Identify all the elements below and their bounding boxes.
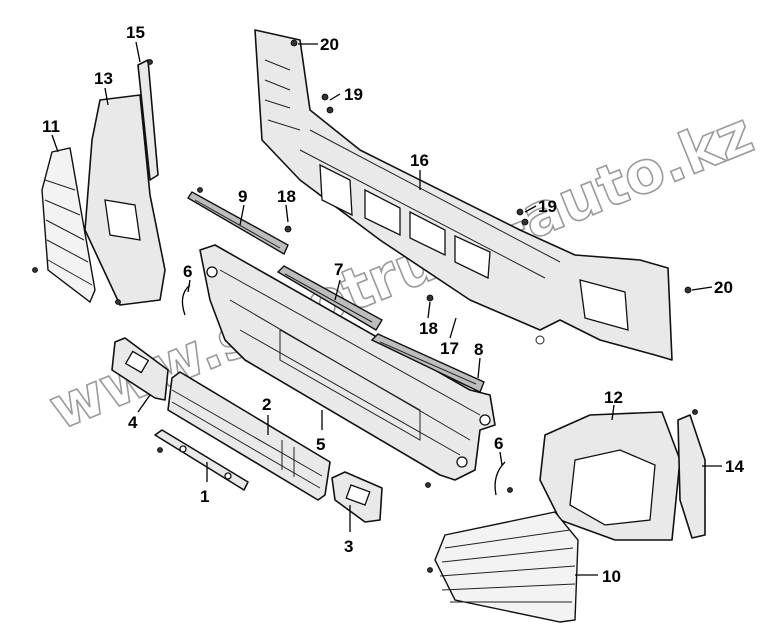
svg-text:1: 1 [200, 487, 209, 506]
part-4-bracket [111, 337, 169, 401]
part-10-right-louver [434, 511, 579, 623]
callout-6a: 6 [183, 262, 192, 293]
svg-text:19: 19 [538, 197, 557, 216]
part-12-right-panel [539, 411, 681, 541]
part-2-lower-grille [167, 371, 331, 501]
svg-text:3: 3 [344, 537, 353, 556]
callout-20a: 20 [298, 35, 339, 54]
svg-text:6: 6 [494, 434, 503, 453]
part-7-strip [276, 265, 383, 331]
callout-17: 17 [440, 317, 459, 358]
callout-2: 2 [262, 395, 271, 435]
part-6-left [181, 284, 191, 316]
callout-7: 7 [334, 260, 343, 301]
svg-text:20: 20 [320, 35, 339, 54]
callout-18a: 18 [277, 187, 296, 223]
svg-text:7: 7 [334, 260, 343, 279]
part-9-strip [187, 191, 289, 255]
svg-text:19: 19 [344, 85, 363, 104]
svg-text:6: 6 [183, 262, 192, 281]
callout-4: 4 [128, 394, 151, 432]
callout-8: 8 [474, 340, 483, 379]
svg-text:2: 2 [262, 395, 271, 414]
svg-text:12: 12 [604, 388, 623, 407]
part-5-grille-panel [199, 244, 496, 481]
callout-14: 14 [702, 457, 744, 476]
part-14-right-trim [677, 414, 706, 539]
part-8-strip [370, 333, 485, 393]
callout-11: 11 [42, 117, 60, 153]
callout-13: 13 [94, 69, 113, 106]
callout-6b: 6 [494, 434, 503, 466]
svg-text:15: 15 [126, 23, 145, 42]
svg-text:9: 9 [238, 187, 247, 206]
svg-text:18: 18 [419, 319, 438, 338]
svg-text:4: 4 [128, 413, 138, 432]
callout-19a: 19 [329, 85, 363, 104]
part-11-left-louver [41, 147, 96, 304]
callout-20b: 20 [691, 278, 733, 297]
callout-3: 3 [344, 505, 353, 556]
callout-12: 12 [604, 388, 623, 421]
callout-15: 15 [126, 23, 145, 63]
svg-text:14: 14 [725, 457, 744, 476]
svg-text:18: 18 [277, 187, 296, 206]
callout-16: 16 [410, 151, 429, 190]
callout-18b: 18 [419, 301, 438, 338]
fasteners [32, 39, 698, 573]
svg-text:20: 20 [714, 278, 733, 297]
callout-19b: 19 [524, 197, 557, 216]
part-6-right [494, 461, 506, 496]
part-16-frame [254, 29, 673, 361]
part-13-left-panel [84, 94, 166, 306]
callout-1: 1 [200, 462, 209, 506]
svg-text:13: 13 [94, 69, 113, 88]
svg-text:8: 8 [474, 340, 483, 359]
svg-text:10: 10 [602, 567, 621, 586]
callout-10: 10 [575, 567, 621, 586]
svg-text:5: 5 [316, 435, 325, 454]
svg-text:11: 11 [42, 117, 60, 136]
svg-text:16: 16 [410, 151, 429, 170]
part-15-left-trim [137, 59, 159, 181]
callout-9: 9 [238, 187, 247, 226]
svg-text:17: 17 [440, 339, 459, 358]
part-1-bracket [154, 429, 249, 491]
callout-5: 5 [316, 410, 325, 454]
part-3-bracket [331, 471, 383, 523]
